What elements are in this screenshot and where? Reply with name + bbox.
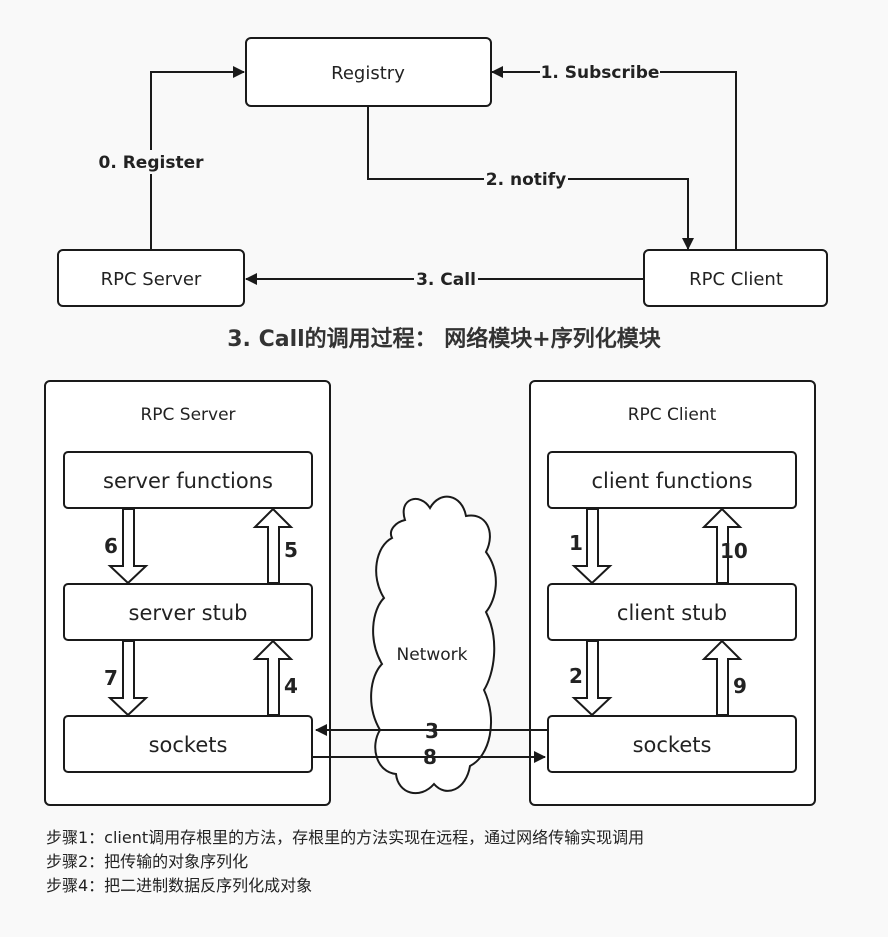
step7-label: 7 — [104, 666, 118, 690]
subscribe-edge-label: 1. Subscribe — [541, 63, 660, 83]
registry-label: Registry — [331, 63, 405, 84]
section-title: 3. Call的调用过程： 网络模块+序列化模块 — [227, 326, 661, 352]
step3-label: 3 — [425, 719, 439, 743]
step7-arrow — [107, 640, 149, 717]
notify-edge-label: 2. notify — [486, 170, 566, 190]
subscribe-edge — [491, 66, 737, 250]
client-functions-label: client functions — [591, 469, 752, 493]
step6-label: 6 — [104, 534, 118, 558]
step2-arrow — [571, 640, 613, 717]
step4-arrow — [252, 639, 294, 716]
server-sockets-label: sockets — [149, 733, 228, 757]
step9-label: 9 — [733, 674, 747, 698]
server-stub-label: server stub — [129, 601, 248, 625]
server-functions-box — [63, 451, 313, 509]
step4-label: 4 — [284, 674, 298, 698]
rpc-server-node — [57, 249, 245, 307]
network-cloud — [370, 495, 497, 794]
server-sockets-box — [63, 715, 313, 773]
rpc-client-label: RPC Client — [689, 269, 783, 290]
step8-label: 8 — [423, 745, 437, 769]
client-stub-box — [547, 583, 797, 641]
step10-arrow — [701, 507, 743, 584]
server-stub-box — [63, 583, 313, 641]
register-edge-label: 0. Register — [99, 153, 205, 173]
step10-label: 10 — [720, 539, 748, 563]
note-line: 步骤1：client调用存根里的方法，存根里的方法实现在远程，通过网络传输实现调… — [46, 828, 645, 847]
client-panel-title: RPC Client — [628, 405, 717, 425]
notes: 步骤1：client调用存根里的方法，存根里的方法实现在远程，通过网络传输实现调… — [46, 826, 644, 898]
step1-arrow — [571, 508, 613, 585]
note-line: 步骤2：把传输的对象序列化 — [46, 852, 249, 871]
client-functions-box — [547, 451, 797, 509]
step2-label: 2 — [569, 664, 583, 688]
server-functions-label: server functions — [103, 469, 273, 493]
rpc-diagram: Registry RPC Server RPC Client 0. Regist… — [44, 37, 828, 806]
register-edge — [150, 66, 245, 250]
step5-arrow — [252, 507, 294, 584]
call-edge-label: 3. Call — [416, 270, 476, 290]
rpc-server-label: RPC Server — [101, 269, 202, 290]
network-label: Network — [397, 645, 468, 665]
step5-label: 5 — [284, 538, 298, 562]
server-panel-title: RPC Server — [140, 405, 235, 425]
client-sockets-box — [547, 715, 797, 773]
client-stub-label: client stub — [617, 601, 727, 625]
step9-arrow — [701, 639, 743, 716]
step6-arrow — [107, 508, 149, 585]
rpc-client-node — [643, 249, 828, 307]
client-sockets-label: sockets — [633, 733, 712, 757]
registry-node — [245, 37, 492, 107]
note-line: 步骤4：把二进制数据反序列化成对象 — [46, 876, 313, 895]
step1-label: 1 — [569, 531, 583, 555]
